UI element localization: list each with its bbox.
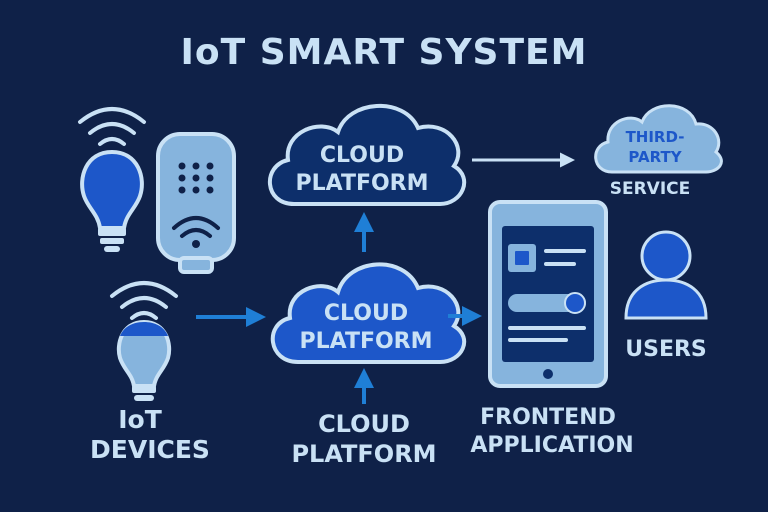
top-cloud: CLOUD PLATFORM xyxy=(268,104,467,206)
wifi-icon xyxy=(78,107,146,146)
cloud-platform-bottom-label: CLOUD xyxy=(318,410,410,438)
cloud-platform-label: PLATFORM xyxy=(299,329,432,354)
user-icon xyxy=(624,230,708,320)
smartphone-icon xyxy=(488,200,608,388)
cloud-platform-label: CLOUD xyxy=(320,143,404,168)
page-title: IoT SMART SYSTEM xyxy=(181,32,588,73)
third-party-cloud: THIRD- PARTY xyxy=(594,104,723,174)
wifi-icon xyxy=(110,281,178,320)
cloud-platform-label: CLOUD xyxy=(324,301,408,326)
users-label: USERS xyxy=(625,337,707,362)
frontend-label: FRONTEND xyxy=(480,405,616,430)
cloud-platform-label: PLATFORM xyxy=(295,171,428,196)
iot-devices-label: DEVICES xyxy=(90,435,210,464)
light-bulb-icon xyxy=(80,149,144,252)
frontend-label: APPLICATION xyxy=(470,433,633,458)
iot-devices-label: IoT xyxy=(118,405,162,434)
smart-plug-icon xyxy=(156,132,236,274)
third-party-label: THIRD- xyxy=(626,128,685,146)
cloud-platform-bottom-label: PLATFORM xyxy=(291,440,436,468)
light-bulb-icon xyxy=(116,319,172,401)
middle-cloud: CLOUD PLATFORM xyxy=(270,262,467,364)
third-party-label: PARTY xyxy=(628,148,682,166)
service-label: SERVICE xyxy=(610,179,691,199)
